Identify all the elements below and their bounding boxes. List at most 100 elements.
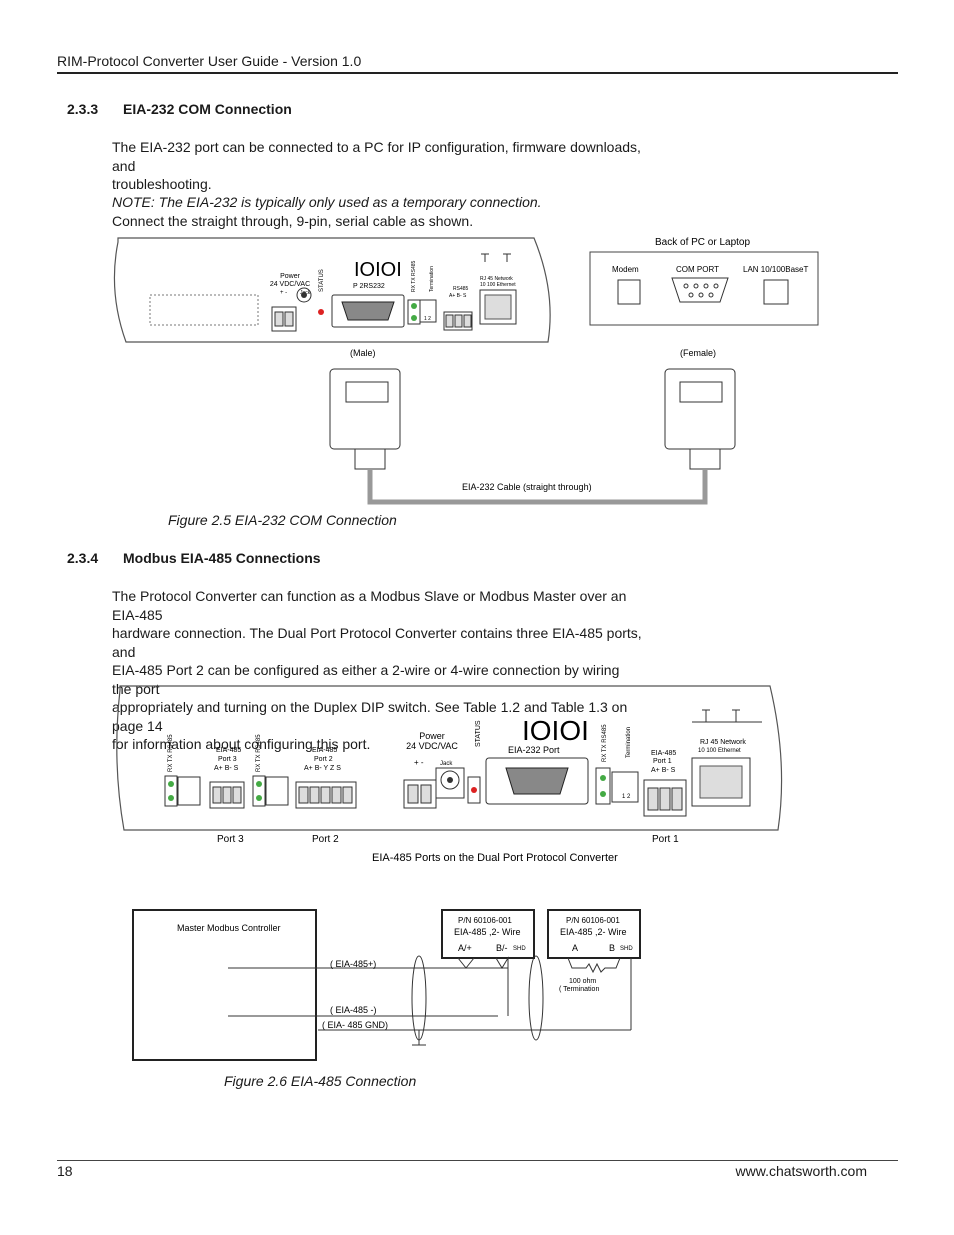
network-label: RJ 45 Network [700,739,746,746]
male-connector [329,368,401,450]
figure-eia485-diagram: Master Modbus Controller ( EIA-485+) ( E… [132,909,641,1061]
rxtx-label: RX TX RS485 [168,734,174,772]
paragraph-line: EIA-485 Port 2 can be configured as eith… [112,662,620,697]
pn2: P/N 60106-001 [566,916,620,925]
port1-label: EIA-485 [651,750,676,757]
device-1-box [441,909,535,959]
shd1: SHD [513,946,526,952]
port2-label: EIA-485 [312,747,337,754]
term-label: ( Termination [559,986,599,993]
instruction-text: Connect the straight through, 9-pin, ser… [112,212,474,229]
figure-2-6-caption: Figure 2.6 EIA-485 Connection [224,1073,417,1089]
running-header: RIM-Protocol Converter User Guide - Vers… [57,53,362,69]
status-label: STATUS [319,269,325,292]
ethernet-label: 10 100 Ethernet [698,748,741,754]
rs485-pins: A+ B- S [449,293,467,299]
jack-connector [296,287,312,303]
paragraph-line: The Protocol Converter can function as a… [112,588,627,623]
dip-labels: 1 2 [424,316,431,322]
master-label: Master Modbus Controller [177,923,281,933]
section-heading-2-3-3: 2.3.3 EIA-232 COM Connection [67,101,292,117]
section-title: Modbus EIA-485 Connections [123,550,321,566]
power-voltage: 24 VDC/VAC [270,281,310,288]
port2-below: Port 2 [312,834,339,845]
termination-resistor [567,957,621,974]
a1: A/+ [458,943,472,953]
jack-connector [440,770,460,790]
paragraph-line: for information about configuring this p… [112,736,371,752]
note-text: NOTE: The EIA-232 is typically only used… [112,194,542,210]
shield-twist [411,955,427,1041]
port3-label: EIA-485 [216,747,241,754]
dip-switch [611,771,639,803]
rxtx-label: RX TX RS485 [602,724,608,762]
modem-label: Modem [612,265,639,274]
a2: A [572,943,578,953]
termination-label: Termination [626,727,632,758]
status-led [471,787,477,793]
port2-pins: A+ B- Y Z S [304,765,341,772]
power-label: Power [419,731,445,741]
dip-switch [265,776,289,806]
status-led [318,309,324,315]
rs485-label: RS485 [453,286,469,292]
label-area [149,294,259,326]
eia232-label: EIA-232 Port [508,745,560,755]
lan-jack [763,279,789,305]
footer-rule [57,1160,898,1161]
power-label: Power [280,273,301,280]
port1-pins: A+ B- S [651,767,676,774]
figure-2-5-caption: Figure 2.5 EIA-232 COM Connection [168,512,397,528]
note-block: NOTE: The EIA-232 is typically only used… [112,193,642,230]
port3-num: Port 3 [218,756,237,763]
dual-port-diagram: RX TX RS485 EIA-485 Port 3 A+ B- S RX TX… [116,685,783,864]
power-voltage: 24 VDC/VAC [406,741,458,751]
master-controller-box [132,909,317,1061]
shd2: SHD [620,946,633,952]
device-2-box [547,909,641,959]
power-pins: + - [414,758,424,767]
ethernet-label: 10 100 Ethernet [480,282,516,288]
ohm-label: 100 ohm [569,978,596,985]
modem-jack [617,279,641,305]
dip-labels: 1 2 [622,794,631,800]
figure-eia232-diagram: Power 24 VDC/VAC + - Jack STATUS IOIOI P… [113,237,819,505]
port-label: P 2RS232 [353,283,385,290]
section-number: 2.3.3 [67,101,99,117]
paragraph-modbus: The Protocol Converter can function as a… [112,587,642,754]
dip-switch [419,299,437,323]
termination-label: Termination [429,266,435,292]
paragraph-line: appropriately and turning on the Duplex … [112,699,628,734]
footer-url[interactable]: www.chatsworth.com [735,1163,867,1179]
lan-label: LAN 10/100BaseT [743,265,808,274]
port3-below: Port 3 [217,834,244,845]
paragraph-line: The EIA-232 port can be connected to a P… [112,139,641,174]
network-icon [692,709,762,723]
female-label: (Female) [680,348,716,358]
serial-cable [367,469,708,505]
jack-label: Jack [440,761,453,767]
page-number: 18 [57,1163,73,1179]
wire2: EIA-485 ,2- Wire [560,927,627,937]
network-label: RJ 45 Network [480,276,513,282]
com-port-connector [671,277,729,303]
b2: B [609,943,615,953]
rxtx-label: RX TX RS485 [256,734,262,772]
pc-title: Back of PC or Laptop [655,237,750,248]
port2-num: Port 2 [314,756,333,763]
cable-label: EIA-232 Cable (straight through) [462,482,592,492]
male-label: (Male) [350,348,376,358]
section-number: 2.3.4 [67,550,99,566]
device-outline [113,237,551,343]
section-title: EIA-232 COM Connection [123,101,292,117]
b1: B/- [496,943,508,953]
paragraph-line: hardware connection. The Dual Port Proto… [112,625,642,660]
network-icon [481,253,511,262]
eia-minus-label: ( EIA-485 -) [330,1005,377,1015]
pn1: P/N 60106-001 [458,916,512,925]
port3-pins: A+ B- S [214,765,239,772]
device-outline [116,685,783,831]
logo: IOIOI [354,259,402,281]
paragraph-eia232: The EIA-232 port can be connected to a P… [112,138,642,194]
power-pins: + - [280,290,287,296]
